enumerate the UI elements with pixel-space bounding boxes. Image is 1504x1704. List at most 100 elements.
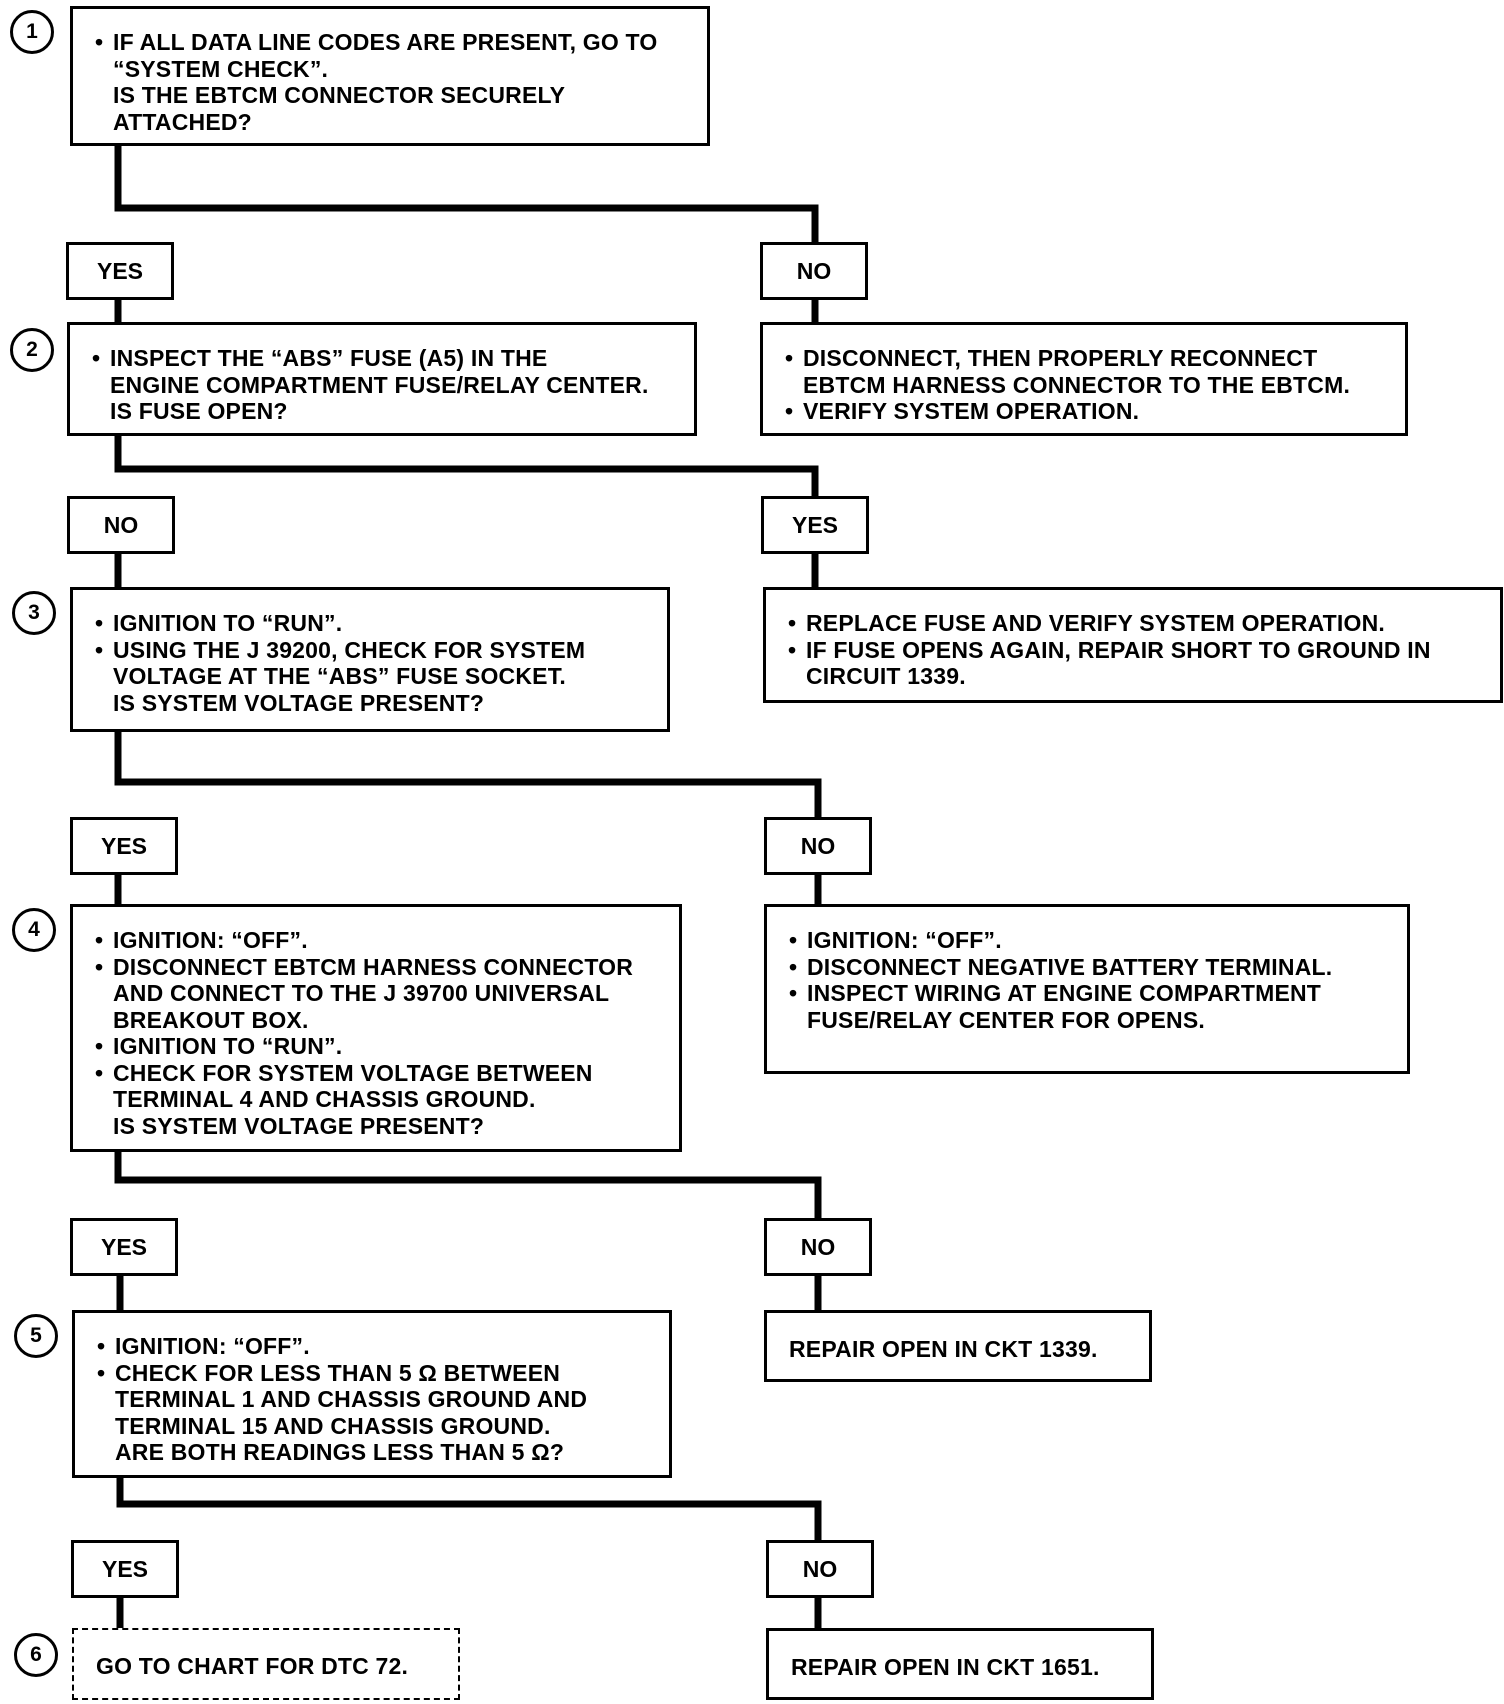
branch-label-yes: YES bbox=[70, 1218, 178, 1276]
bullet bbox=[97, 1386, 115, 1413]
text-line: •DISCONNECT, THEN PROPERLY RECONNECT bbox=[785, 345, 1397, 372]
bullet: • bbox=[97, 1333, 106, 1359]
box-text: •IGNITION: “OFF”.•DISCONNECT EBTCM HARNE… bbox=[95, 927, 671, 1139]
branch-label-yes: YES bbox=[66, 242, 174, 300]
text-line: CIRCUIT 1339. bbox=[788, 663, 1492, 690]
bullet bbox=[95, 109, 113, 136]
bullet bbox=[97, 1439, 115, 1466]
branch-label-no: NO bbox=[764, 1218, 872, 1276]
text-line: EBTCM HARNESS CONNECTOR TO THE EBTCM. bbox=[785, 372, 1397, 399]
bullet: • bbox=[95, 927, 104, 953]
line-text: DISCONNECT, THEN PROPERLY RECONNECT bbox=[803, 345, 1318, 371]
text-line: • IGNITION: “OFF”. bbox=[97, 1333, 661, 1360]
line-text: CHECK FOR SYSTEM VOLTAGE BETWEEN bbox=[113, 1059, 593, 1086]
text-line: •IGNITION TO “RUN”. bbox=[95, 610, 659, 637]
bullet bbox=[95, 980, 113, 1007]
line-text: TERMINAL 15 AND CHASSIS GROUND. bbox=[115, 1412, 551, 1439]
text-line: •IGNITION TO “RUN”. bbox=[95, 1033, 671, 1060]
line-text: USING THE J 39200, CHECK FOR SYSTEM bbox=[113, 636, 586, 663]
text-line: • INSPECT THE “ABS” FUSE (A5) IN THE bbox=[92, 345, 686, 372]
text-line: • INSPECT WIRING AT ENGINE COMPARTMENT bbox=[789, 980, 1399, 1007]
text-line: TERMINAL 15 AND CHASSIS GROUND. bbox=[97, 1413, 661, 1440]
line-text: IGNITION TO “RUN”. bbox=[113, 1033, 343, 1059]
bullet: • bbox=[788, 610, 797, 636]
text-line: FUSE/RELAY CENTER FOR OPENS. bbox=[789, 1007, 1399, 1034]
text-line: “SYSTEM CHECK”. bbox=[95, 56, 699, 83]
text-line: ARE BOTH READINGS LESS THAN 5 Ω? bbox=[97, 1439, 661, 1466]
line-text: VERIFY SYSTEM OPERATION. bbox=[803, 398, 1140, 424]
flow-box-step5: •IGNITION: “OFF”.•CHECK FOR LESS THAN 5 … bbox=[72, 1310, 672, 1478]
line-text: TERMINAL 1 AND CHASSIS GROUND AND bbox=[115, 1386, 588, 1412]
branch-label-yes: YES bbox=[71, 1540, 179, 1598]
line-text: REPAIR OPEN IN CKT 1339. bbox=[789, 1336, 1098, 1362]
box-text: GO TO CHART FOR DTC 72. bbox=[96, 1653, 450, 1680]
line-text: IS FUSE OPEN? bbox=[110, 398, 288, 424]
box-text: REPAIR OPEN IN CKT 1339. bbox=[789, 1336, 1141, 1363]
bullet bbox=[92, 398, 110, 425]
text-line: IS THE EBTCM CONNECTOR SECURELY bbox=[95, 82, 699, 109]
step-number-circle: 5 bbox=[14, 1314, 58, 1358]
branch-label-no: NO bbox=[764, 817, 872, 875]
line-text: IS SYSTEM VOLTAGE PRESENT? bbox=[113, 1112, 485, 1139]
text-line: IS SYSTEM VOLTAGE PRESENT? bbox=[95, 690, 659, 717]
bullet: • bbox=[97, 1359, 106, 1386]
bullet: • bbox=[789, 980, 798, 1006]
line-text: FUSE/RELAY CENTER FOR OPENS. bbox=[807, 1006, 1205, 1033]
line-text: IS THE EBTCM CONNECTOR SECURELY bbox=[113, 82, 566, 108]
line-text: CIRCUIT 1339. bbox=[806, 663, 966, 689]
line-text: INSPECT WIRING AT ENGINE COMPARTMENT bbox=[807, 980, 1322, 1006]
text-line: REPAIR OPEN IN CKT 1651. bbox=[791, 1654, 1143, 1681]
step-number-circle: 3 bbox=[12, 591, 56, 635]
text-line: TERMINAL 4 AND CHASSIS GROUND. bbox=[95, 1086, 671, 1113]
bullet: • bbox=[95, 636, 104, 663]
flow-box-step1: •IF ALL DATA LINE CODES ARE PRESENT, GO … bbox=[70, 6, 710, 146]
box-text: •IF ALL DATA LINE CODES ARE PRESENT, GO … bbox=[95, 29, 699, 135]
text-line: •DISCONNECT NEGATIVE BATTERY TERMINAL. bbox=[789, 954, 1399, 981]
bullet: • bbox=[788, 636, 797, 663]
bullet bbox=[95, 1007, 113, 1034]
line-text: ARE BOTH READINGS LESS THAN 5 Ω? bbox=[115, 1439, 565, 1465]
bullet: • bbox=[789, 953, 798, 980]
line-text: EBTCM HARNESS CONNECTOR TO THE EBTCM. bbox=[803, 371, 1351, 398]
bullet: • bbox=[92, 345, 101, 371]
line-text: DISCONNECT EBTCM HARNESS CONNECTOR bbox=[113, 953, 634, 980]
branch-label-yes: YES bbox=[70, 817, 178, 875]
branch-label-no: NO bbox=[67, 496, 175, 554]
bullet: • bbox=[789, 927, 798, 953]
text-line: • USING THE J 39200, CHECK FOR SYSTEM bbox=[95, 637, 659, 664]
line-text: IF FUSE OPENS AGAIN, REPAIR SHORT TO GRO… bbox=[806, 636, 1431, 663]
text-line: •DISCONNECT EBTCM HARNESS CONNECTOR bbox=[95, 954, 671, 981]
bullet bbox=[95, 1086, 113, 1113]
box-text: •REPLACE FUSE AND VERIFY SYSTEM OPERATIO… bbox=[788, 610, 1492, 690]
line-text: IS SYSTEM VOLTAGE PRESENT? bbox=[113, 689, 485, 716]
line-text: INSPECT THE “ABS” FUSE (A5) IN THE bbox=[110, 345, 548, 371]
bullet: • bbox=[95, 29, 104, 55]
text-line: VOLTAGE AT THE “ABS” FUSE SOCKET. bbox=[95, 663, 659, 690]
line-text: IGNITION: “OFF”. bbox=[115, 1333, 310, 1359]
step-number-circle: 2 bbox=[10, 328, 54, 372]
text-line: •CHECK FOR SYSTEM VOLTAGE BETWEEN bbox=[95, 1060, 671, 1087]
flow-box-step4: •IGNITION: “OFF”.•DISCONNECT EBTCM HARNE… bbox=[70, 904, 682, 1152]
line-text: ATTACHED? bbox=[113, 108, 252, 135]
box-text: •IGNITION TO “RUN”.• USING THE J 39200, C… bbox=[95, 610, 659, 716]
text-line: AND CONNECT TO THE J 39700 UNIVERSAL bbox=[95, 980, 671, 1007]
bullet: • bbox=[95, 610, 104, 636]
flow-box-step6: GO TO CHART FOR DTC 72. bbox=[72, 1628, 460, 1700]
flow-box-repair-1339: REPAIR OPEN IN CKT 1339. bbox=[764, 1310, 1152, 1382]
step-number-circle: 6 bbox=[14, 1633, 58, 1677]
box-text: REPAIR OPEN IN CKT 1651. bbox=[791, 1654, 1143, 1681]
text-line: TERMINAL 1 AND CHASSIS GROUND AND bbox=[97, 1386, 661, 1413]
bullet bbox=[92, 372, 110, 399]
bullet bbox=[785, 372, 803, 399]
text-line: • IF FUSE OPENS AGAIN, REPAIR SHORT TO GR… bbox=[788, 637, 1492, 664]
text-line: •IGNITION: “OFF”. bbox=[95, 927, 671, 954]
branch-label-no: NO bbox=[766, 1540, 874, 1598]
text-line: BREAKOUT BOX. bbox=[95, 1007, 671, 1034]
text-line: •IF ALL DATA LINE CODES ARE PRESENT, GO … bbox=[95, 29, 699, 56]
line-text: BREAKOUT BOX. bbox=[113, 1006, 309, 1033]
